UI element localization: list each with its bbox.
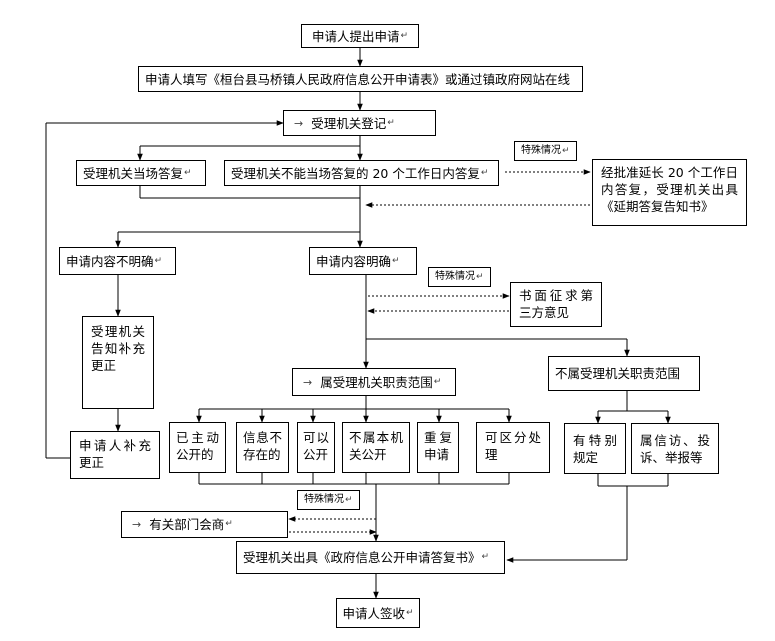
special-case-tag-2: 特殊情况↵ [428, 267, 491, 287]
node-unclear: 申请内容不明确↵ [59, 247, 176, 275]
return-mark-icon: ↵ [562, 146, 570, 156]
arrow-mark-icon: → [294, 116, 304, 130]
node-can-publish: 可以公开 [297, 422, 335, 473]
node-special-rules: 有特别规定 [564, 423, 626, 474]
node-repeat: 重复申请 [417, 422, 459, 473]
return-mark-icon: ↵ [400, 30, 409, 41]
return-mark-icon: ↵ [154, 255, 163, 266]
node-applicant-correction: 申请人补充更正 [70, 431, 160, 479]
return-mark-icon: ↵ [433, 376, 442, 387]
node-not-this-org: 不属本机关公开 [342, 422, 410, 473]
node-fill-form: 申请人填写《桓台县马桥镇人民政府信息公开申请表》或通过镇政府网站在线 [138, 66, 583, 92]
node-in-scope: →属受理机关职责范围↵ [292, 368, 456, 396]
node-consult: →有关部门会商↵ [121, 511, 288, 538]
arrow-mark-icon: → [303, 375, 313, 389]
return-mark-icon: ↵ [392, 255, 400, 266]
return-mark-icon: ↵ [225, 519, 233, 529]
return-mark-icon: ↵ [481, 552, 490, 562]
node-reply-on-spot: 受理机关当场答复↵ [76, 160, 206, 186]
node-register: →受理机关登记↵ [283, 110, 436, 136]
node-published: 已主动公开的 [169, 422, 226, 473]
node-extension: 经批准延长 20 个工作日内答复，受理机关出具《延期答复告知书》 [592, 159, 747, 226]
node-partial: 可区分处理 [476, 422, 550, 473]
return-mark-icon: ↵ [405, 607, 414, 618]
return-mark-icon: ↵ [345, 495, 353, 505]
node-notify-correction: 受理机关告知补充更正 [82, 316, 154, 409]
special-case-tag-1: 特殊情况↵ [514, 141, 577, 161]
node-issue-reply: 受理机关出具《政府信息公开申请答复书》↵ [236, 541, 505, 574]
return-mark-icon: ↵ [480, 167, 489, 178]
special-case-tag-3: 特殊情况↵ [297, 490, 360, 510]
return-mark-icon: ↵ [387, 117, 395, 128]
return-mark-icon: ↵ [476, 272, 484, 282]
node-sign: 申请人签收↵ [336, 598, 420, 628]
node-clear: 申请内容明确↵ [309, 247, 417, 275]
node-out-of-scope: 不属受理机关职责范围 [548, 356, 700, 391]
node-third-party: 书面征求第三方意见 [510, 282, 602, 327]
node-not-exist: 信息不存在的 [236, 422, 289, 473]
node-petition: 属信访、投诉、举报等 [631, 423, 719, 474]
node-reply-20-days: 受理机关不能当场答复的 20 个工作日内答复↵ [224, 160, 499, 186]
return-mark-icon: ↵ [184, 167, 192, 178]
arrow-mark-icon: → [132, 518, 142, 531]
node-submit: 申请人提出申请↵ [301, 24, 419, 48]
